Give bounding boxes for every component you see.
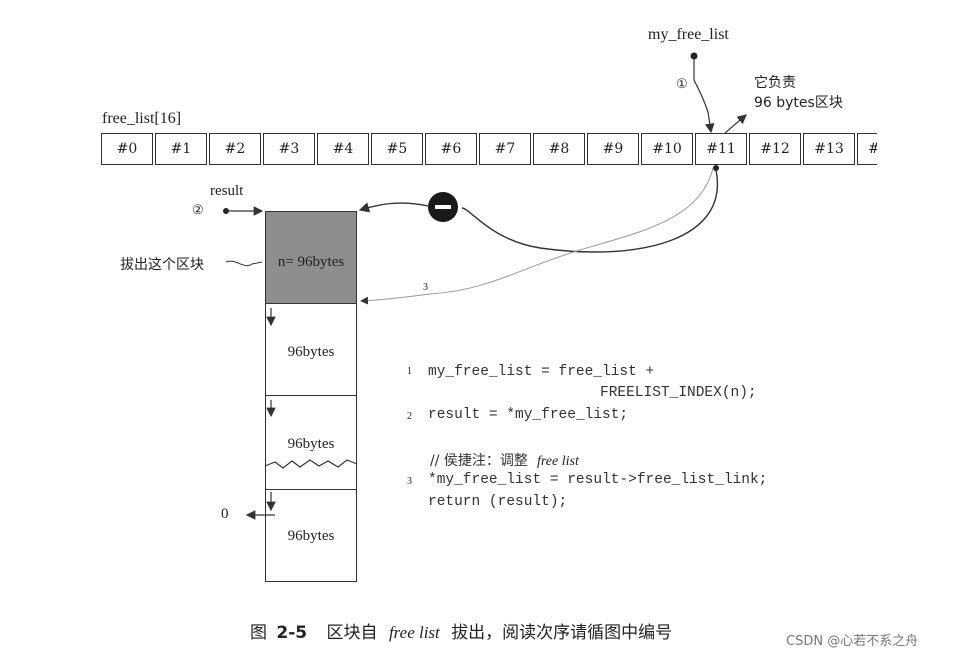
free-list-cell: #4 <box>317 133 369 165</box>
free-list-cell: #9 <box>587 133 639 165</box>
memory-block-extracted: n= 96bytes <box>265 211 357 304</box>
free-list-cell: # <box>857 133 877 165</box>
step-3-curve-marker: 3 <box>423 282 428 293</box>
block-label: 96bytes <box>287 528 335 544</box>
my-free-list-label: my_free_list <box>648 26 729 43</box>
pullout-leader <box>225 260 263 267</box>
free-list-cell: #0 <box>101 133 153 165</box>
free-list-cell: #11 <box>695 133 747 165</box>
memory-block: 96bytes <box>265 489 357 582</box>
free-list-cell: #6 <box>425 133 477 165</box>
caption-text: 区块自 <box>326 623 378 643</box>
curve-to-block <box>358 202 429 213</box>
step-2-marker: ② <box>192 203 204 218</box>
memory-block: 96bytes <box>265 395 357 490</box>
free-list-cell: #7 <box>479 133 531 165</box>
caption-term: free list <box>388 623 440 642</box>
comment-term: free list <box>536 454 579 469</box>
free-list-label: free_list[16] <box>102 110 182 127</box>
free-list-cell: #5 <box>371 133 423 165</box>
step3-curve <box>360 167 714 305</box>
code-line: return (result); <box>428 494 568 510</box>
memory-block: 96bytes <box>265 303 357 396</box>
code-line: my_free_list = free_list + <box>428 364 655 380</box>
code-step-number: 3 <box>407 476 412 487</box>
block-label: 96bytes <box>287 344 335 360</box>
pull-out-label: 拔出这个区块 <box>120 257 204 273</box>
responsible-label-line1: 它负责 <box>754 75 796 91</box>
my-free-list-pointer <box>693 56 715 134</box>
free-list-cell: #1 <box>155 133 207 165</box>
curve-link <box>461 169 719 253</box>
figure-caption: 图 2-5 区块自 free list 拔出，阅读次序请循图中编号 <box>250 618 672 643</box>
free-list-cell: #2 <box>209 133 261 165</box>
responsible-label-line2: 96 bytes区块 <box>754 95 843 111</box>
free-list-cell: #8 <box>533 133 585 165</box>
torn-edge <box>264 459 358 469</box>
comment-text: // 侯捷注：调整 <box>430 453 528 469</box>
block-label: n= 96bytes <box>277 254 345 270</box>
step-1-marker: ① <box>676 77 688 92</box>
free-list-cell: #13 <box>803 133 855 165</box>
cell-11-dot <box>713 165 719 171</box>
code-comment: // 侯捷注：调整 free list <box>430 450 579 470</box>
responsible-arrow <box>724 114 747 134</box>
free-list-cell: #3 <box>263 133 315 165</box>
block-label: 96bytes <box>287 436 335 452</box>
result-label: result <box>210 183 244 199</box>
caption-fig: 图 <box>250 623 267 643</box>
code-line: result = *my_free_list; <box>428 407 629 423</box>
free-list-cell: #12 <box>749 133 801 165</box>
code-step-number: 1 <box>407 366 412 377</box>
remove-icon <box>428 192 458 222</box>
code-line: FREELIST_INDEX(n); <box>600 385 757 401</box>
code-step-number: 2 <box>407 411 412 422</box>
watermark: CSDN @心若不系之舟 <box>786 634 919 649</box>
free-list-cell: #10 <box>641 133 693 165</box>
caption-text-2: 拔出，阅读次序请循图中编号 <box>451 623 673 643</box>
null-label: 0 <box>221 506 229 522</box>
caption-number: 2-5 <box>276 623 308 643</box>
code-line: *my_free_list = result->free_list_link; <box>428 472 768 488</box>
